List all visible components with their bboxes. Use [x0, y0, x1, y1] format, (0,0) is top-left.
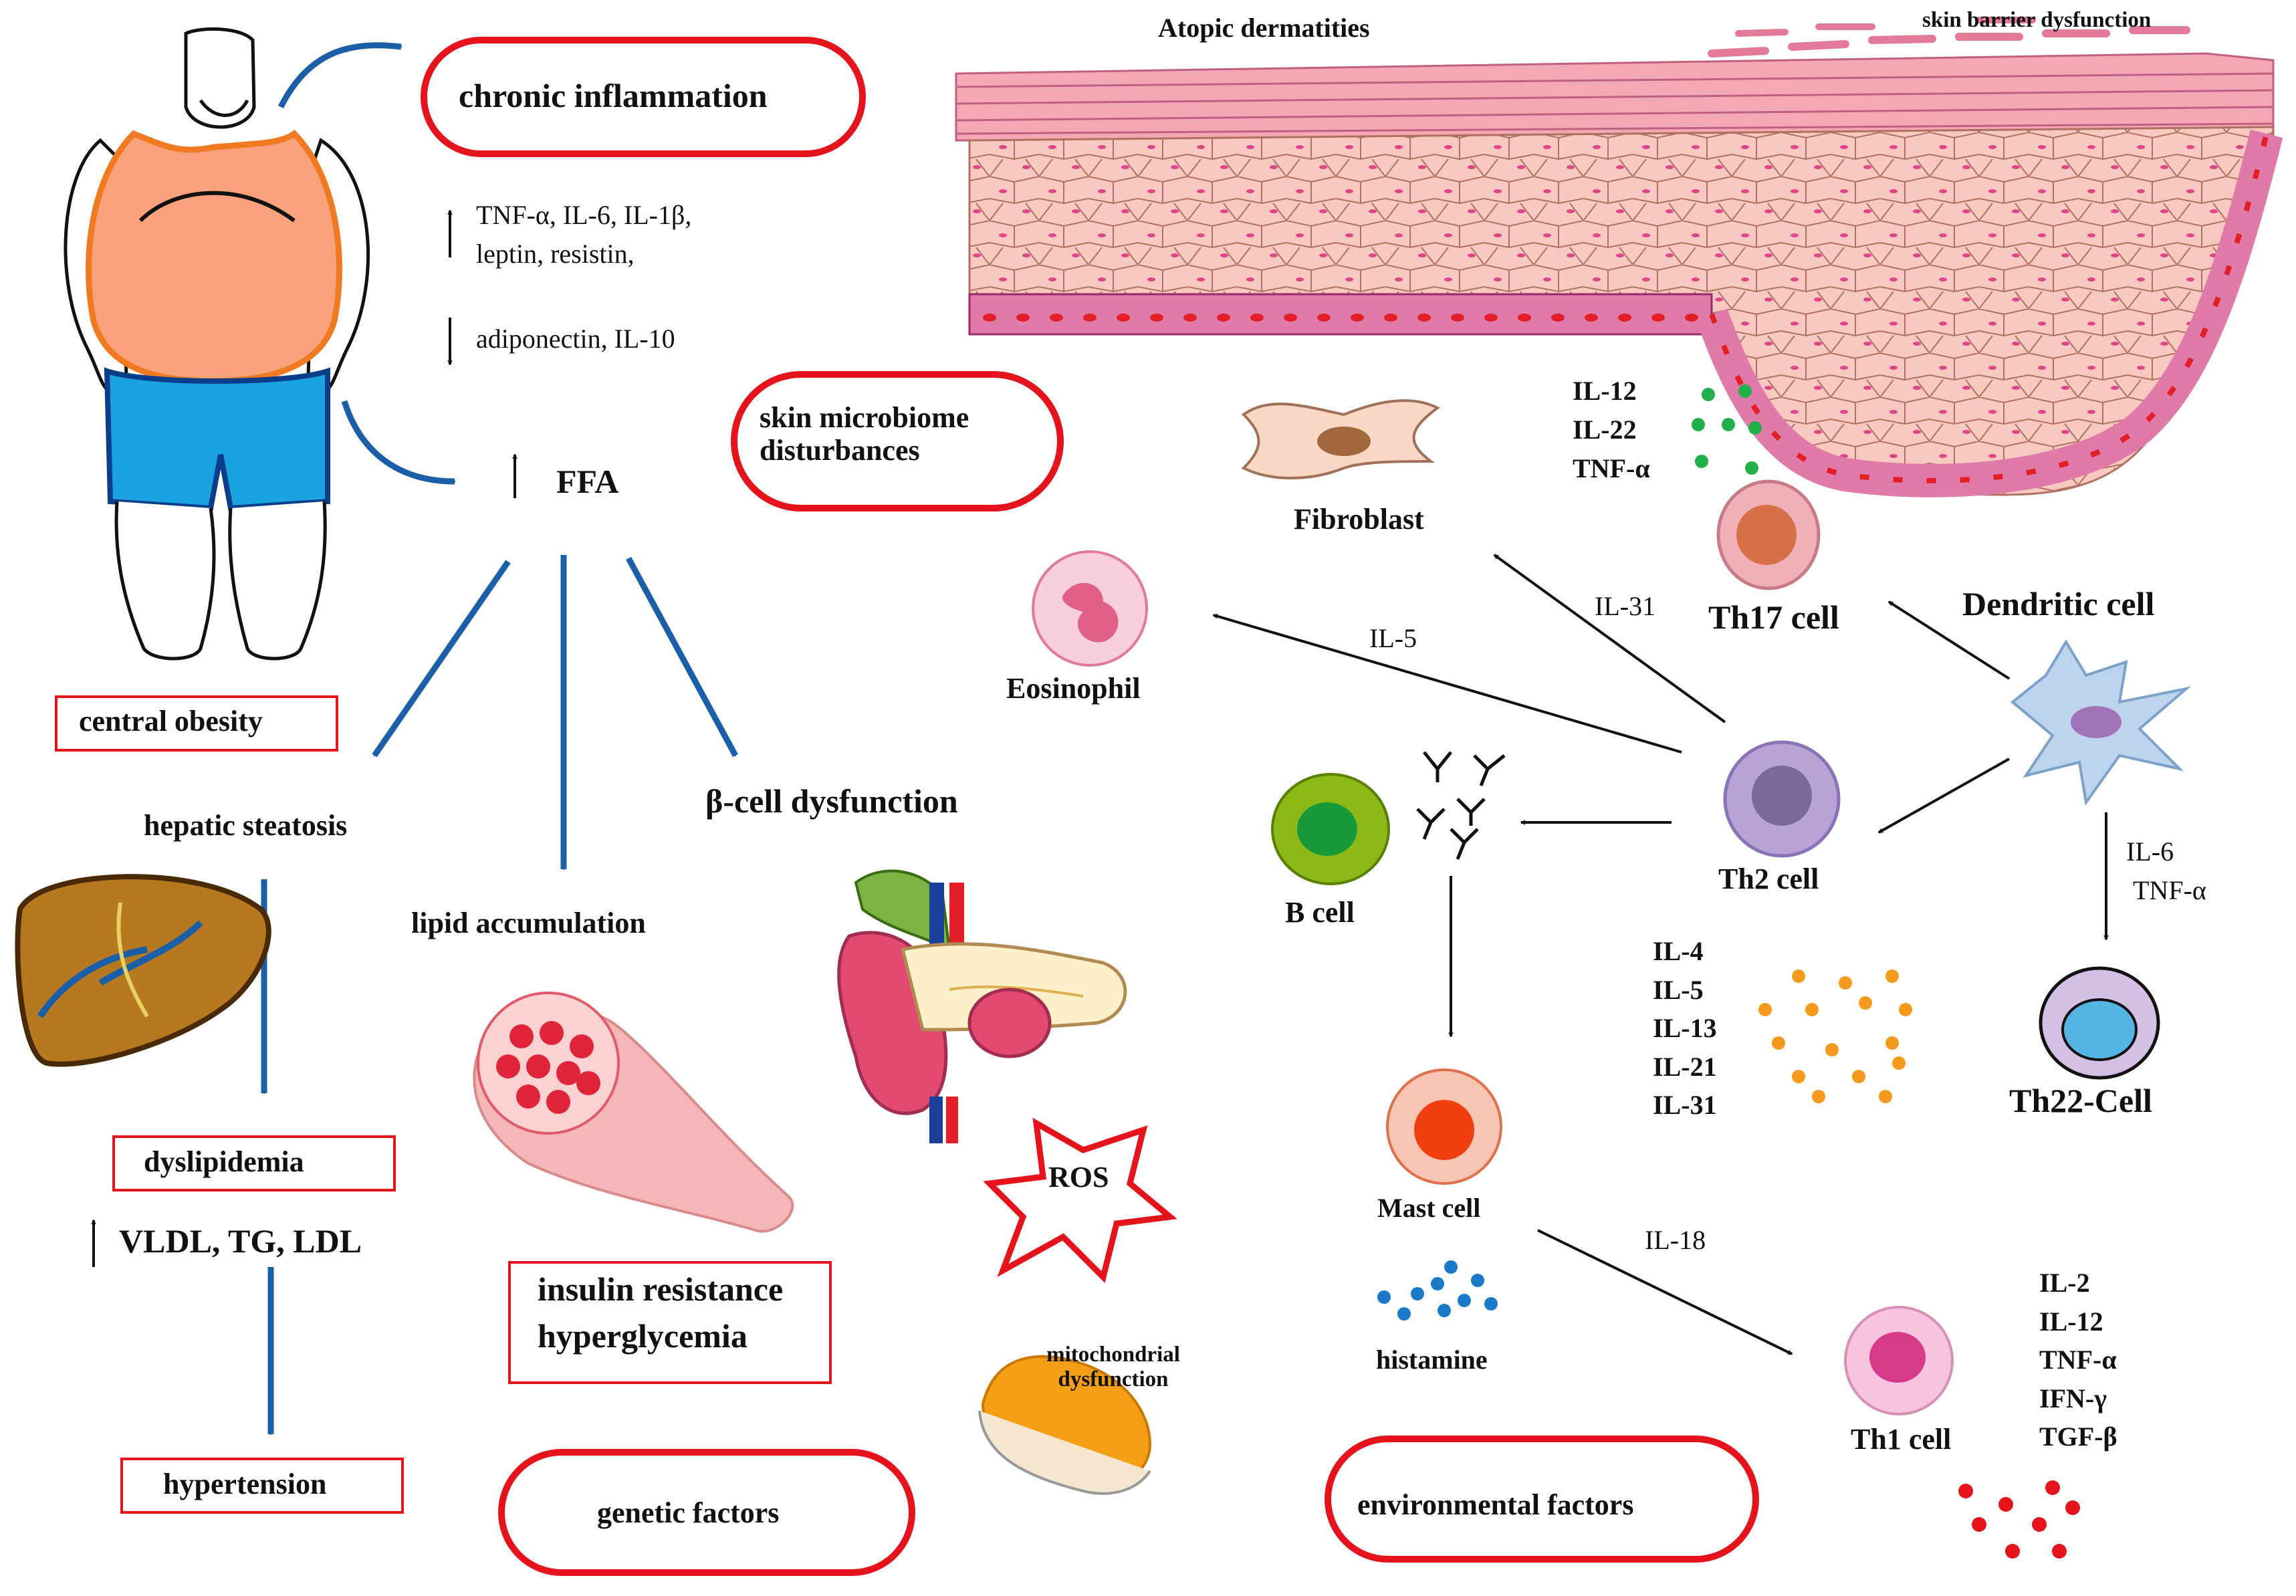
dyslipidemia-box	[112, 1135, 396, 1191]
th1-cytokine-list: IL-2 IL-12 TNF-α IFN-γ TGF-β	[2039, 1264, 2117, 1456]
th17-cytokine: TNF-α	[1573, 453, 1650, 483]
eosinophil-icon	[1032, 550, 1148, 667]
fibroblast-icon	[1241, 399, 1440, 479]
liver-icon	[15, 874, 271, 1067]
chronic-inflammation-oval	[421, 37, 866, 157]
up-markers-line2: leptin, resistin,	[476, 239, 635, 269]
arrow-to-ffa	[341, 400, 456, 485]
antibody-icon	[1416, 751, 1506, 860]
mast-label: Mast cell	[1377, 1193, 1481, 1223]
il5-arrow-label: IL-5	[1369, 623, 1417, 653]
th1-cell-icon	[1844, 1306, 1954, 1415]
skin-microbiome-oval	[731, 371, 1064, 511]
skin-title: Atopic dermatities	[1158, 13, 1370, 43]
histamine-dots	[1377, 1260, 1498, 1321]
th22-cell-icon	[2039, 966, 2160, 1080]
mito-line2: dysfunction	[1058, 1367, 1169, 1391]
skin-tissue-icon	[955, 17, 2275, 496]
th17-cell-icon	[1716, 479, 1821, 590]
skin-microbiome-line2: disturbances	[760, 434, 920, 467]
th2-cytokine: IL-13	[1653, 1013, 1717, 1044]
th2-cytokine: IL-31	[1653, 1090, 1717, 1121]
insulin-resistance-box	[508, 1261, 832, 1384]
th22-label: Th22-Cell	[2009, 1082, 2152, 1119]
genetic-factors-label: genetic factors	[597, 1496, 780, 1529]
dyslipidemia-label: dyslipidemia	[144, 1145, 304, 1178]
pancreas-icon	[837, 869, 1127, 1143]
skin-microbiome-label: skin microbiome disturbances	[760, 401, 969, 467]
lipid-accumulation-label: lipid accumulation	[411, 907, 646, 939]
th2-label: Th2 cell	[1718, 863, 1819, 895]
fibroblast-label: Fibroblast	[1294, 503, 1424, 536]
environmental-factors-oval	[1325, 1436, 1759, 1563]
tnfa-arrow-label: TNF-α	[2133, 875, 2206, 905]
th1-cytokine: TGF-β	[2039, 1421, 2117, 1452]
th2-cytokine: IL-21	[1653, 1051, 1717, 1082]
th17-cytokine-dots	[1692, 384, 1762, 475]
histamine-label: histamine	[1376, 1345, 1488, 1375]
bcell-label: B cell	[1285, 896, 1355, 929]
th2-cell-icon	[1723, 740, 1841, 858]
arrow-mast-to-th1	[1537, 1229, 1793, 1355]
th1-cytokine: TNF-α	[2039, 1345, 2117, 1375]
down-markers: adiponectin, IL-10	[476, 324, 675, 354]
mito-label: mitochondrial dysfunction	[1040, 1343, 1187, 1392]
il31-arrow-label: IL-31	[1595, 591, 1656, 621]
hyperglycemia-label: hyperglycemia	[538, 1317, 748, 1355]
beta-cell-dysfunction-label: β-cell dysfunction	[705, 782, 958, 820]
th2-cytokine-dots	[1758, 970, 1912, 1103]
chronic-inflammation-label: chronic inflammation	[459, 77, 768, 114]
th1-cytokine: IL-12	[2039, 1306, 2103, 1337]
hypertension-label: hypertension	[163, 1468, 327, 1500]
central-obesity-box	[55, 695, 338, 752]
mito-line1: mitochondrial	[1046, 1343, 1180, 1367]
th1-cytokine: IFN-γ	[2039, 1383, 2107, 1413]
eosinophil-label: Eosinophil	[1006, 672, 1141, 705]
arrow-th2-to-fibroblast	[1493, 554, 1726, 723]
insulin-resistance-label: insulin resistance	[538, 1270, 784, 1308]
mast-cell-icon	[1386, 1068, 1502, 1185]
th17-cytokine: IL-22	[1573, 415, 1637, 445]
dendritic-cell-icon	[2010, 639, 2192, 806]
arrow-dc-to-th17	[1887, 600, 2011, 680]
obese-figure-icon	[64, 27, 370, 661]
th1-cytokine-dots	[1958, 1480, 2080, 1559]
hypertension-box	[120, 1458, 404, 1514]
skin-barrier-label: skin barrier dysfunction	[1922, 8, 2152, 32]
th17-cytokine: IL-12	[1573, 376, 1637, 406]
ros-label: ROS	[1048, 1161, 1109, 1193]
arrow-ffa-to-beta	[626, 556, 738, 758]
up-markers-line1: TNF-α, IL-6, IL-1β,	[476, 200, 692, 230]
genetic-factors-oval	[498, 1449, 915, 1576]
arrow-ffa-to-hepatic	[372, 560, 511, 758]
central-obesity-label: central obesity	[79, 705, 263, 737]
bcell-icon	[1271, 773, 1390, 885]
th17-cytokine-list: IL-12 IL-22 TNF-α	[1573, 372, 1650, 488]
th1-cytokine: IL-2	[2039, 1268, 2090, 1298]
il18-arrow-label: IL-18	[1645, 1225, 1706, 1255]
environmental-factors-label: environmental factors	[1357, 1488, 1634, 1521]
arrow-th2-to-eosinophil	[1212, 613, 1682, 754]
basal-cells	[983, 314, 1698, 322]
il6-arrow-label: IL-6	[2126, 836, 2174, 867]
dendritic-label: Dendritic cell	[1962, 585, 2155, 622]
th1-label: Th1 cell	[1851, 1423, 1952, 1456]
mitochondrion-icon	[978, 1355, 1152, 1495]
arrow-to-inflammation	[277, 42, 403, 109]
hepatic-steatosis-label: hepatic steatosis	[144, 809, 348, 842]
th2-cytokine: IL-5	[1653, 974, 1704, 1005]
th2-cytokine: IL-4	[1653, 936, 1704, 966]
lipids-up-label: VLDL, TG, LDL	[119, 1222, 362, 1260]
muscle-icon	[473, 992, 794, 1233]
ros-star-icon	[983, 1117, 1177, 1283]
th17-label: Th17 cell	[1708, 598, 1839, 636]
arrow-dc-to-th2	[1877, 758, 2010, 834]
th2-cytokine-list: IL-4 IL-5 IL-13 IL-21 IL-31	[1653, 932, 1717, 1125]
skin-microbiome-line1: skin microbiome	[760, 401, 969, 434]
ffa-label: FFA	[556, 463, 619, 500]
